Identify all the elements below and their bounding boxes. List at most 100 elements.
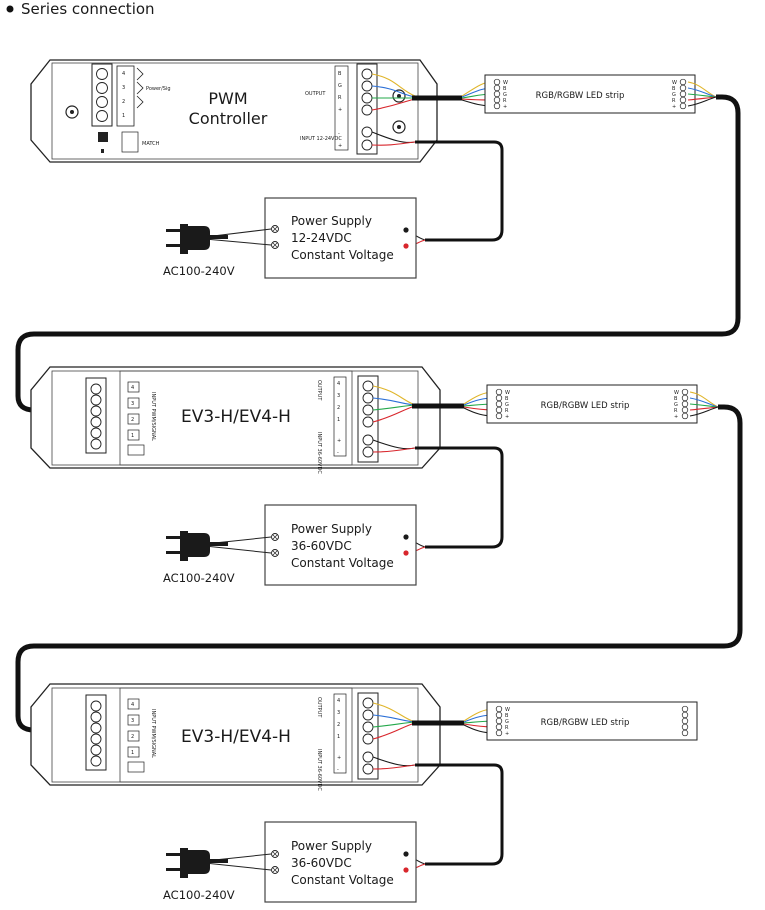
svg-text:R: R: [503, 98, 507, 104]
svg-text:+: +: [674, 414, 678, 420]
svg-text:+: +: [503, 104, 507, 110]
svg-text:R: R: [338, 95, 342, 101]
svg-text:2: 2: [131, 417, 134, 423]
pwm-output-wires: [371, 73, 416, 146]
svg-text:2: 2: [337, 405, 340, 411]
cable-psu3-to-ev2: [415, 763, 504, 866]
strip2-label: RGB/RGBW LED strip: [541, 401, 630, 411]
ev1-output-label: OUTPUT: [316, 380, 322, 401]
svg-text:B: B: [505, 713, 509, 719]
cable-strip1-to-ev1: [15, 94, 741, 413]
svg-text:3: 3: [131, 401, 134, 407]
ev1-input-label: INPUT 36-60VDC: [316, 432, 322, 474]
svg-text:+: +: [672, 104, 676, 110]
svg-text:G: G: [505, 402, 509, 408]
svg-text:B: B: [672, 86, 676, 92]
psu1-line3: Constant Voltage: [291, 248, 394, 262]
svg-text:W: W: [503, 80, 508, 86]
psu2-line1: Power Supply: [291, 522, 372, 536]
match-button: [98, 132, 108, 142]
svg-text:-: -: [337, 767, 339, 773]
svg-text:4: 4: [131, 385, 134, 391]
psu2-line2: 36-60VDC: [291, 539, 352, 553]
svg-text:1: 1: [131, 750, 134, 756]
page-title: Series connection: [21, 0, 155, 18]
psu2-line3: Constant Voltage: [291, 556, 394, 570]
svg-text:G: G: [672, 92, 676, 98]
svg-text:B: B: [503, 86, 507, 92]
svg-text:W: W: [674, 390, 679, 396]
svg-text:B: B: [674, 396, 678, 402]
psu3-line1: Power Supply: [291, 839, 372, 853]
ac-plug-2: AC100-240V: [163, 531, 272, 585]
svg-text:R: R: [672, 98, 676, 104]
svg-text:1: 1: [131, 433, 134, 439]
svg-text:+: +: [505, 414, 509, 420]
ev2-output-label: OUTPUT: [316, 697, 322, 718]
pwm-controller: 4 3 2 1 Power/Sig MATCH PWM Controller O…: [30, 59, 438, 163]
power-supply-2: Power Supply 36-60VDC Constant Voltage: [264, 504, 417, 586]
psu1-ac: AC100-240V: [163, 264, 235, 278]
power-terminal-block: [91, 63, 113, 127]
svg-text:R: R: [505, 725, 509, 731]
svg-text:+: +: [337, 755, 341, 761]
ac-plug-1: AC100-240V: [163, 224, 272, 278]
ev1-power-label: INPUT PWM/SIGNAL: [150, 392, 156, 441]
svg-text:1: 1: [337, 734, 340, 740]
pwm-output-label: OUTPUT: [305, 91, 326, 97]
power-supply-3: Power Supply 36-60VDC Constant Voltage: [264, 821, 417, 903]
pwm-title-line2: Controller: [189, 109, 268, 128]
svg-text:+: +: [505, 731, 509, 737]
svg-text:4: 4: [337, 381, 340, 387]
cable-psu2-to-ev1: [415, 446, 504, 549]
svg-text:3: 3: [337, 710, 340, 716]
svg-text:4: 4: [337, 698, 340, 704]
svg-text:W: W: [505, 707, 510, 713]
pwm-title-line1: PWM: [208, 89, 247, 108]
bullet-icon: [6, 5, 14, 13]
strip1-label: RGB/RGBW LED strip: [536, 91, 625, 101]
power-supply-1: Power Supply 12-24VDC Constant Voltage: [264, 197, 417, 279]
ev2-power-label: INPUT PWM/SIGNAL: [150, 709, 156, 758]
psu3-ac: AC100-240V: [163, 888, 235, 902]
svg-text:+: +: [337, 438, 341, 444]
svg-text:R: R: [674, 408, 678, 414]
cable-psu1-to-pwm: [415, 140, 504, 242]
svg-text:2: 2: [131, 734, 134, 740]
psu3-line3: Constant Voltage: [291, 873, 394, 887]
ac-plug-3: AC100-240V: [163, 848, 272, 902]
ev2-input-label: INPUT 36-60VDC: [316, 749, 322, 791]
svg-text:W: W: [505, 390, 510, 396]
svg-text:G: G: [503, 92, 507, 98]
ev2-title: EV3-H/EV4-H: [181, 727, 291, 747]
ev1-title: EV3-H/EV4-H: [181, 407, 291, 427]
pwm-switch-label: MATCH: [142, 141, 160, 147]
strip3-label: RGB/RGBW LED strip: [541, 718, 630, 728]
svg-text:3: 3: [337, 393, 340, 399]
svg-text:-: -: [338, 131, 340, 137]
svg-text:G: G: [674, 402, 678, 408]
psu1-line1: Power Supply: [291, 214, 372, 228]
cable-strip2-to-ev2: [15, 404, 743, 733]
svg-text:1: 1: [337, 417, 340, 423]
output-terminal-block: [356, 63, 378, 155]
ev1-output-wires: [372, 385, 416, 453]
svg-text:4: 4: [122, 71, 125, 77]
ev-driver-2: 4 3 2 1 INPUT PWM/SIGNAL EV3-H/EV4-H OUTPUT…: [30, 683, 441, 791]
svg-text:1: 1: [122, 113, 125, 119]
pwm-input-label: INPUT 12-24VDC: [300, 136, 342, 142]
pwm-power-label: Power/Sig: [146, 86, 171, 92]
svg-text:4: 4: [131, 702, 134, 708]
svg-text:2: 2: [122, 99, 125, 105]
svg-text:+: +: [338, 143, 342, 149]
svg-text:G: G: [338, 83, 342, 89]
psu1-line2: 12-24VDC: [291, 231, 352, 245]
svg-text:2: 2: [337, 722, 340, 728]
svg-text:-: -: [337, 450, 339, 456]
svg-text:3: 3: [131, 718, 134, 724]
svg-text:W: W: [672, 80, 677, 86]
